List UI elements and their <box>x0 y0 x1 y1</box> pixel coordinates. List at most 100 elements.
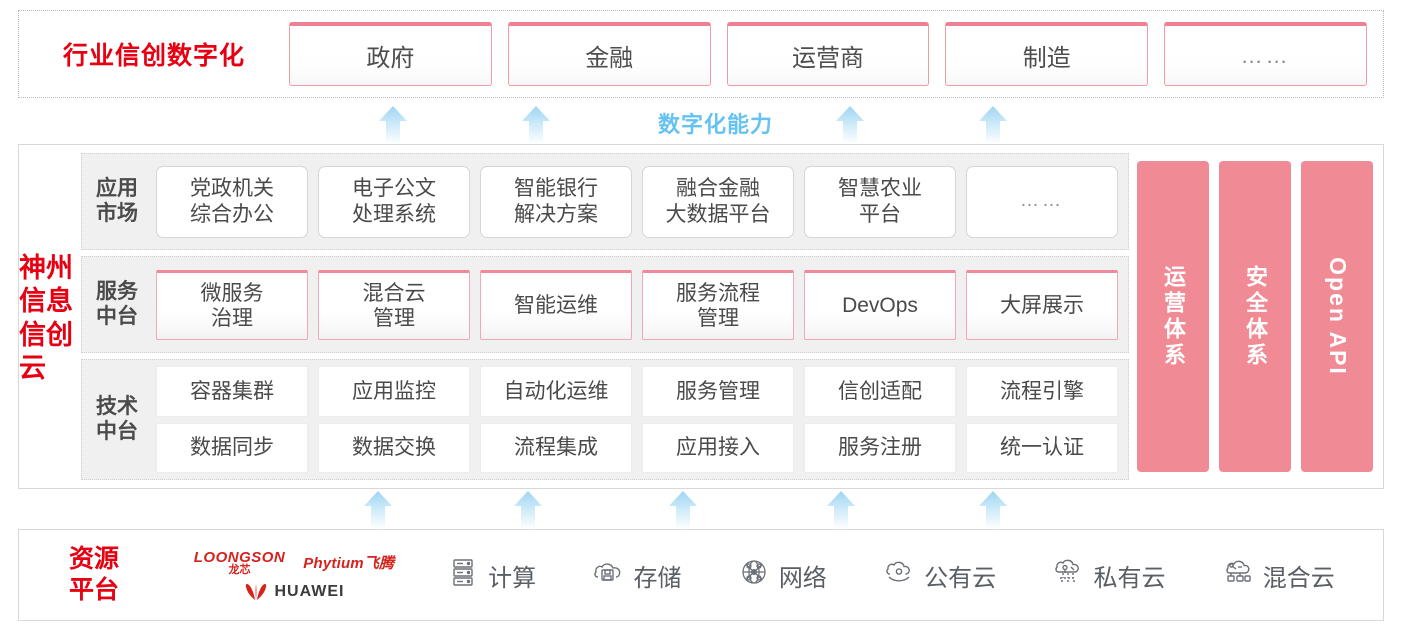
row-service-platform: 服务 中台 微服务 治理 混合云 管 <box>81 256 1129 354</box>
cloud-platform-title: 神州信息信创云 <box>19 252 73 383</box>
tech-card-process-engine[interactable]: 流程引擎 <box>966 366 1118 417</box>
up-arrow-icon <box>358 491 398 529</box>
tech-card-xinchuang-adaptation[interactable]: 信创适配 <box>804 366 956 417</box>
row-label-line2: 中台 <box>96 304 138 328</box>
industry-card-government[interactable]: 政府 <box>289 22 492 86</box>
row-label-line2: 中台 <box>96 419 138 443</box>
tech-card-line-top: 容器集群 应用监控 自动化运维 服务管理 信创适配 流程引擎 <box>156 366 1118 417</box>
resource-arrow-gap <box>18 489 1384 529</box>
pillar-label: Open API <box>1324 257 1351 376</box>
row-label-line1: 服务 <box>96 280 138 304</box>
row-tech-platform: 技术 中台 容器集群 应用监控 自动化运维 服务管理 信创适配 流程引擎 <box>81 359 1129 480</box>
resource-item-private-cloud[interactable]: 私有云 <box>1052 556 1165 595</box>
up-arrow-icon <box>830 106 870 144</box>
tech-card-automated-ops[interactable]: 自动化运维 <box>480 366 632 417</box>
pillar-label: 安全体系 <box>1243 264 1268 369</box>
pillar-list: 运营体系 安全体系 Open API <box>1137 153 1373 480</box>
server-icon <box>447 556 479 595</box>
tech-card-line-bottom: 数据同步 数据交换 流程集成 应用接入 服务注册 统一认证 <box>156 422 1118 473</box>
card-line1: 融合金融 <box>676 177 760 201</box>
tech-card-data-exchange[interactable]: 数据交换 <box>318 422 470 473</box>
resource-title-line1: 资源 <box>68 544 119 573</box>
up-arrow-icon <box>973 491 1013 529</box>
resource-item-label: 网络 <box>778 564 827 592</box>
tech-card-app-monitoring[interactable]: 应用监控 <box>318 366 470 417</box>
svc-card-service-process-mgmt[interactable]: 服务流程 管理 <box>642 269 794 340</box>
industry-card-manufacturing[interactable]: 制造 <box>945 22 1149 86</box>
network-icon <box>738 556 770 595</box>
tech-card-service-mgmt[interactable]: 服务管理 <box>642 366 794 417</box>
huawei-logo: HUAWEI <box>244 583 345 601</box>
industry-band: 行业信创数字化 政府 金融 运营商 制造 …… <box>18 10 1384 98</box>
vendor-logo-group: LOONGSON 龙芯 Phytium飞腾 HUAWEI <box>169 550 419 601</box>
loongson-logo-cn: 龙芯 <box>228 563 251 576</box>
phytium-logo: Phytium飞腾 <box>303 555 395 572</box>
public-cloud-icon <box>883 556 915 595</box>
up-arrow-icon <box>516 106 556 144</box>
card-line1: 党政机关 <box>190 177 274 201</box>
card-line2: 大数据平台 <box>665 202 771 226</box>
huawei-petal-icon <box>244 583 268 601</box>
application-market-cards: 党政机关 综合办公 电子公文 处理系统 智能银行 <box>156 160 1118 243</box>
resource-item-storage[interactable]: 存储 <box>592 556 681 595</box>
vendor-logo-row-bottom: HUAWEI <box>244 583 345 601</box>
row-label-application-market: 应用 市场 <box>88 177 146 227</box>
app-card-edoc-system[interactable]: 电子公文 处理系统 <box>318 165 470 238</box>
industry-card-telecom[interactable]: 运营商 <box>726 22 930 86</box>
tech-card-data-sync[interactable]: 数据同步 <box>156 422 308 473</box>
industry-card-finance[interactable]: 金融 <box>507 22 711 86</box>
tech-card-app-access[interactable]: 应用接入 <box>642 422 794 473</box>
svc-card-dashboard[interactable]: 大屏展示 <box>966 269 1118 340</box>
pillar-security-system[interactable]: 安全体系 <box>1219 161 1291 472</box>
cloud-platform-body: 应用 市场 党政机关 综合办公 电子公文 <box>81 145 1383 488</box>
svc-card-intelligent-ops[interactable]: 智能运维 <box>480 269 632 340</box>
resource-item-hybrid-cloud[interactable]: 混合云 <box>1222 556 1335 595</box>
app-card-smart-agriculture[interactable]: 智慧农业 平台 <box>804 165 956 238</box>
resource-item-label: 混合云 <box>1262 564 1335 592</box>
card-line1: 服务流程 <box>676 281 760 305</box>
resource-item-public-cloud[interactable]: 公有云 <box>883 556 996 595</box>
card-line2: 管理 <box>373 306 415 330</box>
app-card-finance-bigdata[interactable]: 融合金融 大数据平台 <box>642 165 794 238</box>
tech-card-service-registry[interactable]: 服务注册 <box>804 422 956 473</box>
resource-item-label: 计算 <box>488 564 537 592</box>
svc-card-hybrid-cloud-mgmt[interactable]: 混合云 管理 <box>318 269 470 340</box>
tech-card-unified-auth[interactable]: 统一认证 <box>966 422 1118 473</box>
card-line1: 混合云 <box>362 281 426 305</box>
up-arrow-icon <box>508 491 548 529</box>
tech-card-container-cluster[interactable]: 容器集群 <box>156 366 308 417</box>
svc-card-devops[interactable]: DevOps <box>804 269 956 340</box>
cloud-platform-rows: 应用 市场 党政机关 综合办公 电子公文 <box>81 153 1129 480</box>
pillar-open-api[interactable]: Open API <box>1301 161 1373 472</box>
loongson-logo-en: LOONGSON <box>193 548 286 566</box>
svc-card-microservice-governance[interactable]: 微服务 治理 <box>156 269 308 340</box>
tech-card-process-integration[interactable]: 流程集成 <box>480 422 632 473</box>
resource-item-network[interactable]: 网络 <box>738 556 827 595</box>
up-arrow-icon <box>973 106 1013 144</box>
card-line2: 治理 <box>211 306 253 330</box>
resource-item-compute[interactable]: 计算 <box>447 556 536 595</box>
card-line1: 智能银行 <box>514 177 598 201</box>
row-label-line2: 市场 <box>96 201 138 225</box>
cloud-platform-box: 神州信息信创云 应用 市场 党政机关 综合办公 <box>18 144 1384 489</box>
industry-card-more[interactable]: …… <box>1164 22 1367 86</box>
resource-item-label: 公有云 <box>924 564 997 592</box>
huawei-logo-text: HUAWEI <box>274 582 345 600</box>
card-line2: 综合办公 <box>190 202 274 226</box>
app-card-smart-bank[interactable]: 智能银行 解决方案 <box>480 165 632 238</box>
card-line1: 微服务 <box>200 281 264 305</box>
row-label-tech-platform: 技术 中台 <box>88 395 146 445</box>
row-label-service-platform: 服务 中台 <box>88 280 146 330</box>
loongson-logo: LOONGSON 龙芯 <box>194 550 286 576</box>
card-line2: 解决方案 <box>514 202 598 226</box>
resource-item-list: 计算 存储 <box>419 556 1383 595</box>
resource-item-label: 私有云 <box>1093 564 1166 592</box>
card-line2: 处理系统 <box>352 202 436 226</box>
resource-platform-band: 资源 平台 LOONGSON 龙芯 Phytium飞腾 <box>18 529 1384 621</box>
storage-cloud-icon <box>592 556 624 595</box>
pillar-operations-system[interactable]: 运营体系 <box>1137 161 1209 472</box>
row-label-line1: 技术 <box>96 394 138 418</box>
app-card-more[interactable]: …… <box>966 165 1118 238</box>
app-card-govt-office[interactable]: 党政机关 综合办公 <box>156 165 308 238</box>
